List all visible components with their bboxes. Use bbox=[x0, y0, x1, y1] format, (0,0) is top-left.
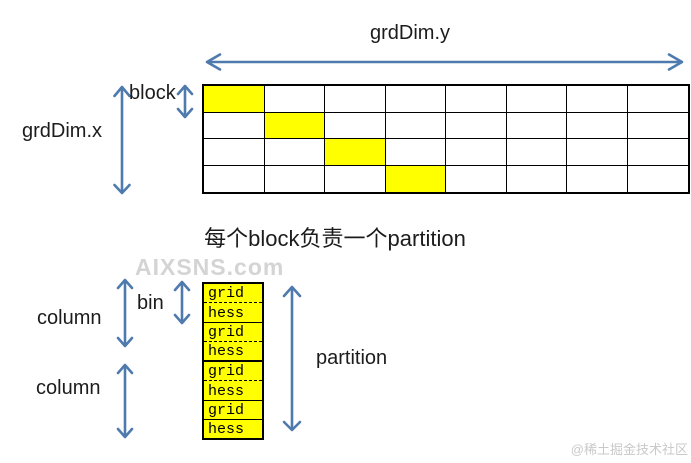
block-height-arrow bbox=[176, 84, 194, 119]
grid-cell bbox=[325, 165, 386, 192]
stack-cell-hess: hess bbox=[204, 342, 262, 362]
column-top-label: column bbox=[37, 307, 102, 329]
partition-arrow bbox=[282, 285, 302, 432]
column-top-arrow bbox=[116, 278, 134, 348]
grid-cell bbox=[567, 112, 628, 139]
grddim-x-arrow bbox=[113, 85, 131, 195]
grid-cell bbox=[567, 139, 628, 166]
grid-cell bbox=[628, 166, 689, 193]
grid-cell-highlighted bbox=[204, 86, 265, 113]
stack-cell-grid: grid bbox=[204, 401, 262, 420]
grid-cell bbox=[567, 165, 628, 192]
grid-cell bbox=[627, 113, 688, 139]
bin-label: bin bbox=[137, 292, 164, 314]
grid-cell-highlighted bbox=[264, 112, 325, 139]
grid-cell bbox=[264, 139, 325, 166]
grid-cell bbox=[506, 112, 567, 139]
grid-cell bbox=[204, 165, 265, 192]
grid-cell bbox=[507, 165, 567, 192]
watermark-aixsns: AIXSNS.com bbox=[135, 254, 285, 280]
grid-cell bbox=[385, 112, 446, 139]
bin-arrow bbox=[173, 280, 191, 325]
grid-cell bbox=[446, 86, 507, 113]
grid-cell bbox=[506, 86, 567, 113]
grid-cell bbox=[265, 165, 325, 192]
grid-cell bbox=[567, 86, 628, 113]
column-bottom-arrow bbox=[116, 363, 134, 439]
grid-cell-highlighted bbox=[385, 165, 446, 192]
grid-cell bbox=[325, 86, 386, 113]
grid-cell bbox=[446, 112, 507, 139]
grddim-y-label: grdDim.y bbox=[369, 22, 450, 44]
block-label: block bbox=[129, 82, 176, 104]
grid-cell bbox=[627, 139, 688, 166]
grid-cell bbox=[325, 112, 386, 139]
grid-cell-highlighted bbox=[325, 139, 386, 166]
partition-label: partition bbox=[316, 347, 388, 369]
grid-cell bbox=[506, 139, 567, 166]
grid-cell bbox=[204, 112, 265, 139]
column-bottom-label: column bbox=[36, 377, 101, 399]
grid-cell bbox=[446, 165, 507, 192]
stack-cell-hess: hess bbox=[208, 421, 245, 438]
watermark-juejin: @稀土掘金技术社区 bbox=[570, 442, 688, 457]
grddim-x-label: grdDim.x bbox=[22, 120, 103, 142]
stack-cell-hess: hess bbox=[204, 381, 262, 401]
stack-cell-grid: grid bbox=[204, 362, 262, 382]
grid-cell bbox=[204, 139, 265, 166]
grid-cell bbox=[385, 139, 446, 166]
stack-cell-grid: grid bbox=[204, 323, 262, 342]
block-grid bbox=[202, 84, 690, 194]
stack-cell-grid: grid bbox=[204, 284, 262, 304]
grid-cell bbox=[627, 86, 688, 113]
grid-cell bbox=[385, 86, 446, 113]
caption-text: 每个block负责一个partition bbox=[204, 226, 466, 251]
grddim-y-arrow bbox=[205, 53, 684, 71]
grid-cell bbox=[264, 86, 325, 113]
grid-cell bbox=[446, 139, 507, 166]
stack-cell-hess: hess bbox=[204, 303, 262, 323]
